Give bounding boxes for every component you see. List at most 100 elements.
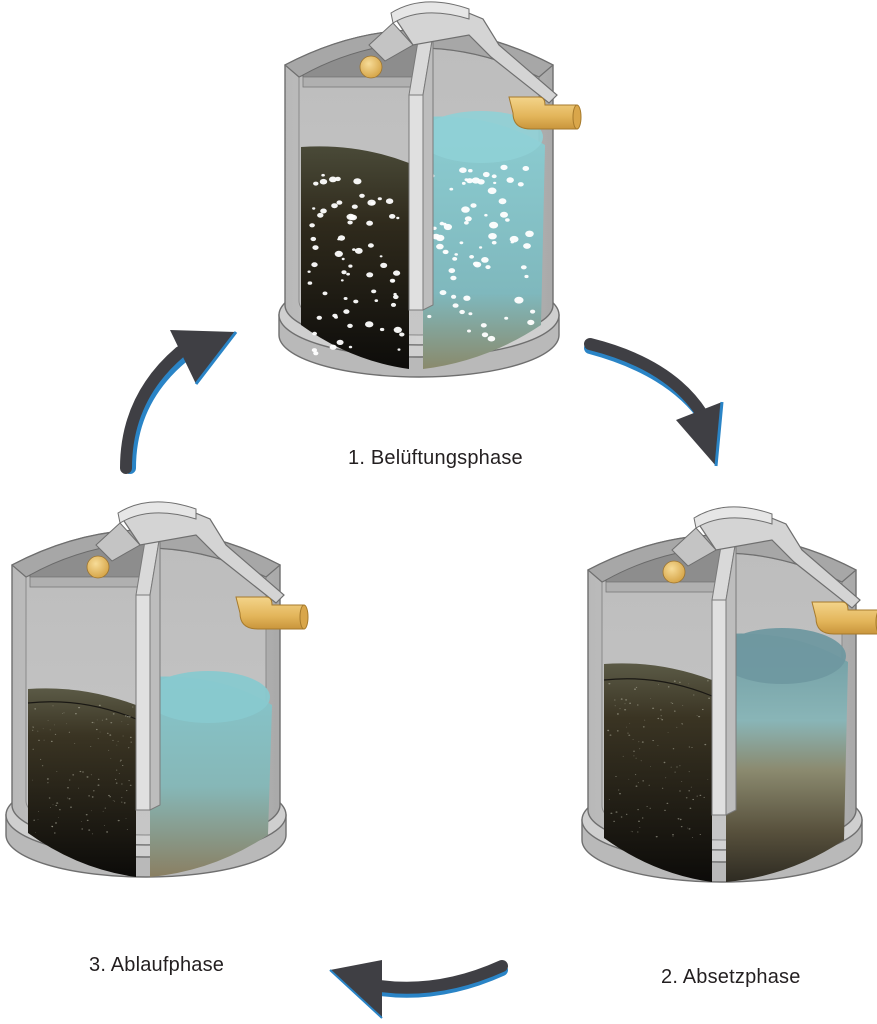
particle [312,245,319,251]
particle [633,750,635,752]
particle [359,193,365,198]
particle [122,735,124,737]
particle [630,830,632,832]
particle [689,807,692,809]
particle [58,817,59,818]
particle [672,834,674,836]
particle [699,794,702,796]
particle [349,214,357,221]
particle [608,683,611,685]
particle [115,782,118,784]
particle [487,335,496,342]
particle [82,771,84,773]
particle [530,309,536,314]
particle [454,253,458,256]
particle [505,218,510,222]
particle [108,749,110,751]
particle [637,809,639,811]
particle [646,806,648,807]
particle [524,274,529,279]
particle [95,728,98,731]
particle [629,723,631,724]
particle [379,327,385,332]
particle [399,332,405,337]
particle [481,332,489,338]
particle [500,164,508,171]
particle [35,832,36,833]
particle [334,315,338,319]
particle [672,836,674,837]
particle [672,748,675,750]
particle [62,713,64,714]
particle [638,741,640,743]
particle [42,728,44,730]
particle [97,738,99,740]
particle [637,782,639,784]
particle [96,719,98,721]
particle [343,309,350,314]
particle [628,778,630,780]
particle [40,758,42,760]
particle [32,726,34,728]
particle [639,748,641,750]
particle [661,719,664,721]
particle [479,246,483,249]
particle [509,235,519,243]
particle [37,819,39,820]
particle [336,339,344,345]
particle [122,765,124,766]
particle [116,769,118,771]
particle [128,747,130,749]
particle [681,723,683,725]
particle [393,326,402,333]
particle [125,818,127,819]
particle [379,255,383,258]
particle [459,309,465,315]
particle [48,797,51,799]
sludge-particles [607,680,710,838]
particle [618,789,620,791]
particle [118,773,120,774]
particle [393,270,401,276]
particle [331,203,338,209]
particle [317,212,324,218]
particle [657,745,659,746]
particle [49,729,51,731]
particle [648,784,650,786]
particle [655,836,658,838]
particle [671,702,674,704]
particle [520,265,527,270]
particle [43,739,45,741]
particle [46,778,49,780]
particle [660,717,662,719]
particle [81,828,83,830]
particle [121,797,123,799]
particle [90,746,92,747]
sludge-chamber [301,146,409,369]
particle [667,732,669,733]
particle [78,706,81,709]
particle [635,686,638,688]
arrow-phase1-to-phase2 [584,338,724,467]
particle [640,760,642,762]
arrow-phase3-to-phase1 [120,330,238,474]
particle [523,243,531,249]
particle [126,790,128,792]
particle [307,281,313,285]
particle [38,811,39,812]
particle [525,230,534,237]
particle [52,804,54,806]
particle [377,197,382,201]
particle [121,783,123,785]
particle [676,766,678,768]
particle [123,802,126,804]
particle [698,715,701,718]
particle [309,223,315,228]
particle [642,726,645,728]
particle [129,736,132,739]
particle [691,837,694,838]
particle [116,744,118,746]
tank-discharge [5,501,309,878]
particle [472,261,480,267]
particle [91,721,94,724]
